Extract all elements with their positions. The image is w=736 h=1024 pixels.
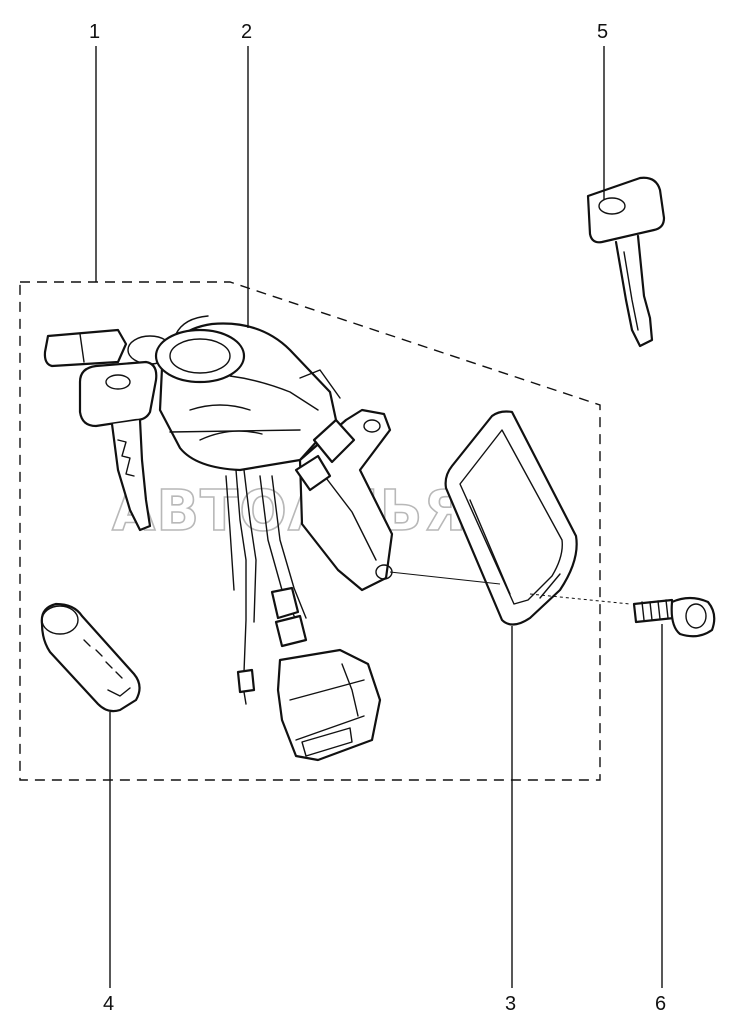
alignment-line-bracket-cover	[389, 571, 501, 585]
key-part-5	[586, 176, 666, 348]
cover-part-3	[444, 410, 578, 626]
callout-6: 6	[655, 993, 666, 1015]
alignment-line-cover-screw	[529, 593, 631, 605]
callout-1: 1	[89, 21, 100, 43]
callout-3: 3	[505, 993, 516, 1015]
assembly-boundary	[19, 281, 601, 781]
callout-5: 5	[597, 21, 608, 43]
callout-2: 2	[241, 21, 252, 43]
screw-part-6	[632, 596, 716, 638]
callout-4: 4	[103, 993, 114, 1015]
ignition-switch-part-2	[43, 315, 394, 762]
lock-cylinder-part-4	[40, 602, 141, 713]
